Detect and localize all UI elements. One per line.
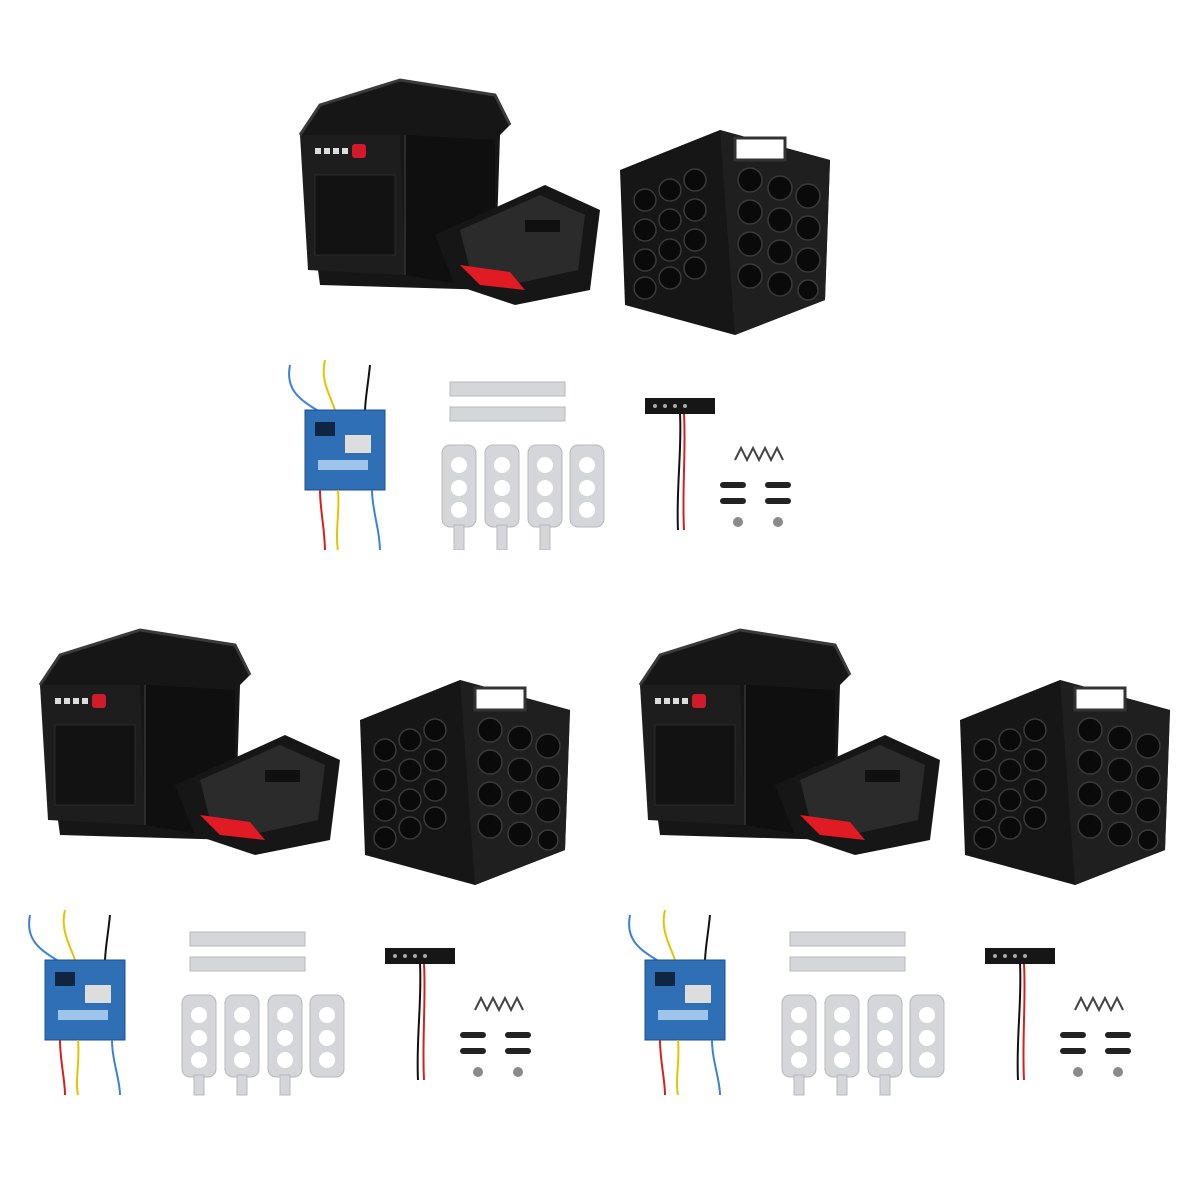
battery-base [175,735,340,855]
bms-board [28,909,126,1096]
spring [1074,995,1124,1013]
screws [720,482,791,527]
led-indicator-board [985,948,1055,1081]
release-button [460,265,525,290]
nickel-strips [189,931,306,972]
release-button [800,815,865,840]
spring [474,995,524,1013]
nickel-strips [449,381,566,422]
battery-kit-bottom-right [620,610,1180,1100]
nickel-cell-connectors [781,994,945,1096]
bms-board [288,359,386,550]
cell-holder-bracket [960,680,1170,885]
battery-base [775,735,940,855]
battery-kit-illustration [288,78,830,550]
battery-kit-top [280,60,840,550]
nickel-cell-connectors [441,444,605,550]
battery-base [435,185,600,305]
bms-board [628,909,726,1096]
battery-kit-bottom-left [20,610,580,1100]
battery-case-shell [298,78,512,290]
nickel-cell-connectors [181,994,345,1096]
release-button [200,815,265,840]
cell-holder-bracket [360,680,570,885]
battery-kit-illustration [28,628,570,1096]
spring [734,445,784,463]
nickel-strips [789,931,906,972]
led-indicator-board [645,398,715,531]
screws [460,1032,531,1077]
led-indicator-board [385,948,455,1081]
screws [1060,1032,1131,1077]
battery-kit-illustration [628,628,1170,1096]
cell-holder-bracket [620,130,830,335]
